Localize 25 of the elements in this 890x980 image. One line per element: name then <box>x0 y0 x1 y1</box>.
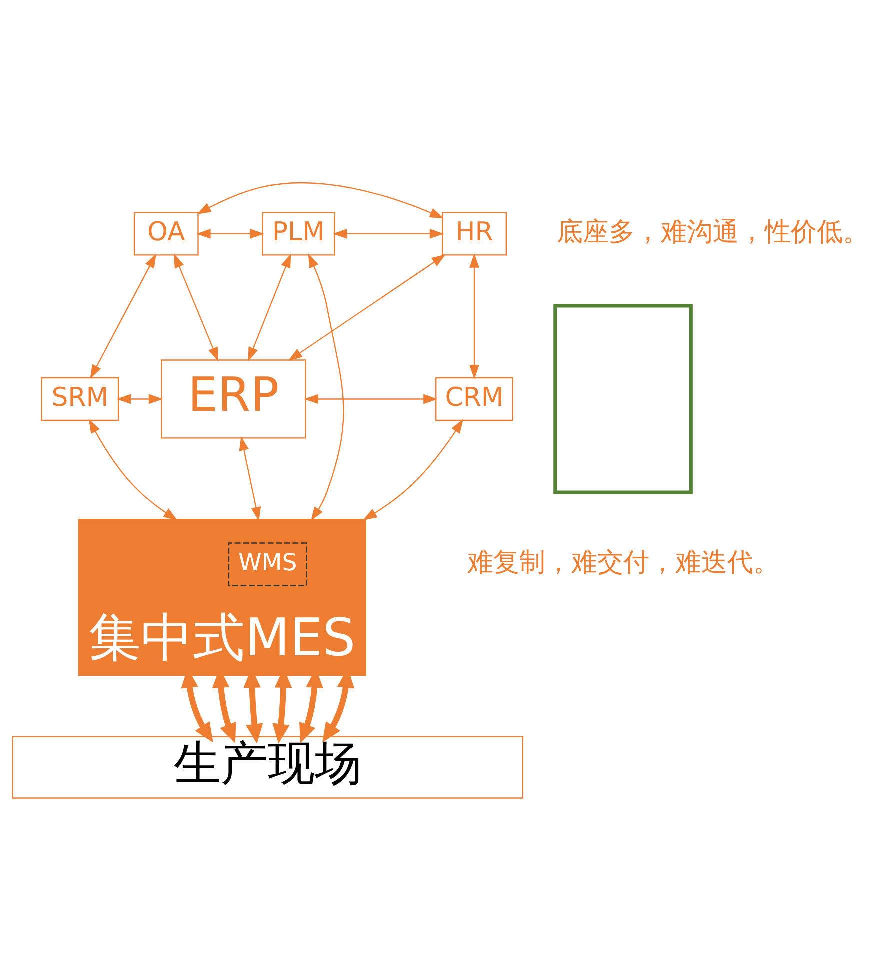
arrow <box>174 253 219 362</box>
arrow <box>88 418 178 520</box>
arrow <box>363 418 464 520</box>
node-box: ERP <box>161 359 306 438</box>
arrow <box>197 182 444 218</box>
arrow <box>196 228 264 238</box>
arrow <box>308 253 344 521</box>
label: 难复制，难交付，难迭代。 <box>467 548 780 578</box>
node-box: CRM <box>436 376 514 421</box>
node-box: OA <box>134 212 199 256</box>
arrow <box>239 436 262 521</box>
node-box: PLM <box>262 212 336 256</box>
arrow <box>288 254 446 361</box>
node-box: HR <box>442 212 507 256</box>
node-box: WMS <box>228 542 308 586</box>
arrow <box>332 228 444 238</box>
arrow <box>116 394 164 404</box>
label: 底座多，难沟通，性价低。 <box>557 217 869 248</box>
arrow <box>90 253 156 379</box>
arrow <box>304 394 438 404</box>
node-box: SRM <box>41 376 120 421</box>
node-box: 生产现场 <box>12 736 524 798</box>
arrow <box>248 253 292 362</box>
arrow <box>470 253 480 379</box>
node-box <box>554 304 693 494</box>
